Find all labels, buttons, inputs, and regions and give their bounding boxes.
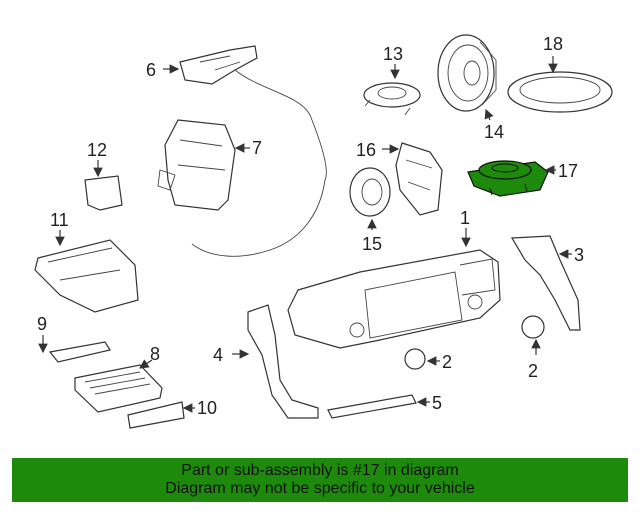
footer-banner: Part or sub-assembly is #17 in diagram D… xyxy=(12,458,628,502)
callout-9: 9 xyxy=(37,314,47,334)
callout-12: 12 xyxy=(87,140,107,160)
part-16-bracket xyxy=(382,142,443,216)
callout-7: 7 xyxy=(252,138,262,158)
part-9-bracket xyxy=(38,335,111,363)
part-2-knob-right xyxy=(521,315,545,355)
part-12-bracket xyxy=(84,160,123,211)
part-5-bracket xyxy=(327,394,430,419)
part-3-bracket xyxy=(510,235,581,331)
part-6-antenna-bracket xyxy=(163,45,327,257)
footer-line-2: Diagram may not be specific to your vehi… xyxy=(165,480,475,497)
callout-2-lower: 2 xyxy=(442,352,452,372)
part-18-speaker xyxy=(507,56,613,113)
callout-8: 8 xyxy=(150,344,160,364)
part-11-cover xyxy=(34,230,139,313)
part-13-tweeter xyxy=(363,64,421,116)
part-14-woofer xyxy=(437,34,497,121)
callout-4: 4 xyxy=(213,345,223,365)
part-8-amplifier xyxy=(74,359,163,413)
part-10-bracket xyxy=(127,401,195,429)
part-17-speaker-highlighted xyxy=(467,160,556,197)
callout-17: 17 xyxy=(558,161,578,181)
callout-13: 13 xyxy=(383,44,403,64)
callout-11: 11 xyxy=(50,210,69,230)
part-7-module xyxy=(157,119,250,211)
part-15-speaker xyxy=(349,167,391,230)
callout-18: 18 xyxy=(543,34,563,54)
callout-2-right: 2 xyxy=(528,361,538,381)
callout-3: 3 xyxy=(574,245,584,265)
callout-10: 10 xyxy=(197,398,217,418)
part-4-bracket xyxy=(232,304,319,419)
callout-14: 14 xyxy=(484,122,504,142)
callout-1: 1 xyxy=(460,208,470,228)
callout-6: 6 xyxy=(146,60,156,80)
footer-line-1: Part or sub-assembly is #17 in diagram xyxy=(181,462,459,479)
part-2-knob-lower xyxy=(404,348,440,370)
part-1-display-panel xyxy=(287,228,501,349)
callout-16: 16 xyxy=(356,140,376,160)
callout-15: 15 xyxy=(362,234,382,254)
callout-5: 5 xyxy=(432,393,442,413)
